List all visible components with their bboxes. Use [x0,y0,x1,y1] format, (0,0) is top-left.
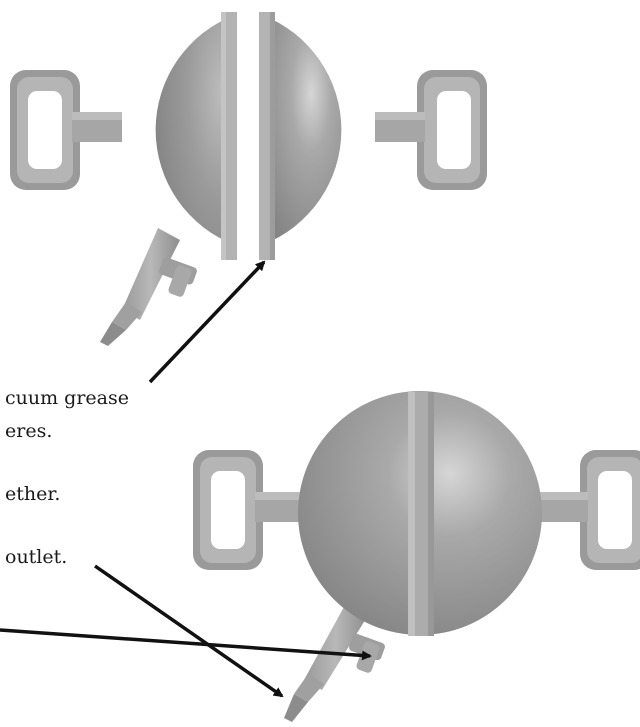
left-handle [193,450,307,570]
arrow-to-rim [148,260,266,384]
left-handle [10,70,122,190]
right-handle [375,70,487,190]
separated-hemispheres [10,12,487,346]
joined-sphere [298,391,542,636]
caption-line-2: eres. [5,420,52,442]
valve-nozzle [100,228,197,346]
captions: cuum grease eres. ether. outlet. [5,387,129,568]
caption-line-3: ether. [5,483,60,505]
right-handle [540,450,640,570]
arrow-to-valve [0,628,372,661]
arrow-to-outlet [94,564,284,698]
arrows [0,260,372,698]
caption-line-1: cuum grease [5,387,129,409]
left-hemisphere [155,12,237,260]
caption-line-4: outlet. [5,546,67,568]
right-hemisphere [259,12,342,260]
joined-hemispheres [193,391,640,722]
